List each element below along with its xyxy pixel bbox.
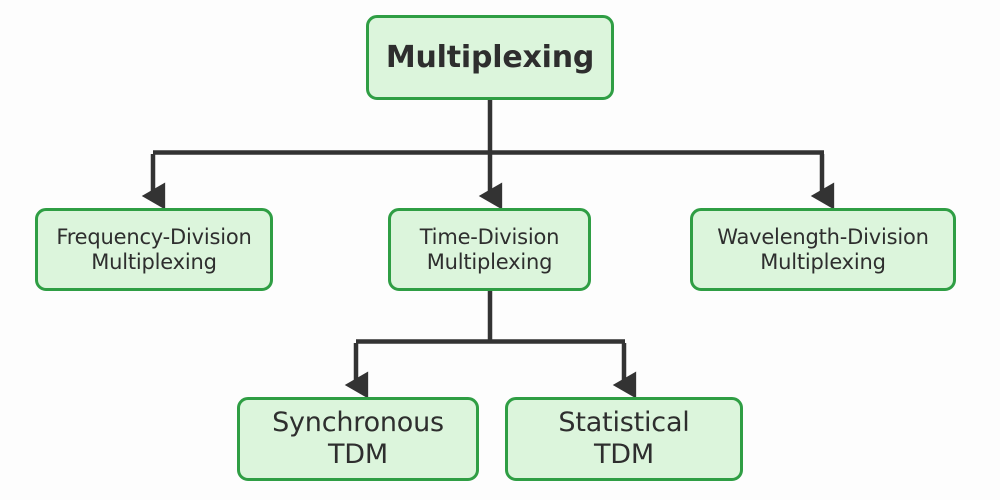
node-time-division-multiplexing-label: Time-Division Multiplexing bbox=[419, 224, 560, 274]
node-frequency-division-multiplexing-label: Frequency-Division Multiplexing bbox=[56, 224, 252, 274]
node-statistical-tdm[interactable]: Statistical TDM bbox=[505, 397, 743, 481]
node-statistical-tdm-label: Statistical TDM bbox=[558, 407, 690, 470]
node-frequency-division-multiplexing[interactable]: Frequency-Division Multiplexing bbox=[35, 208, 273, 291]
edge-multiplexing-to-level2 bbox=[141, 100, 835, 210]
node-multiplexing-label: Multiplexing bbox=[385, 39, 595, 75]
node-time-division-multiplexing[interactable]: Time-Division Multiplexing bbox=[388, 208, 591, 291]
node-multiplexing[interactable]: Multiplexing bbox=[366, 15, 614, 100]
node-synchronous-tdm[interactable]: Synchronous TDM bbox=[237, 397, 479, 481]
edge-tdm-to-level3 bbox=[344, 291, 637, 399]
node-wavelength-division-multiplexing[interactable]: Wavelength-Division Multiplexing bbox=[690, 208, 956, 291]
node-synchronous-tdm-label: Synchronous TDM bbox=[272, 407, 444, 470]
node-wavelength-division-multiplexing-label: Wavelength-Division Multiplexing bbox=[717, 224, 929, 274]
